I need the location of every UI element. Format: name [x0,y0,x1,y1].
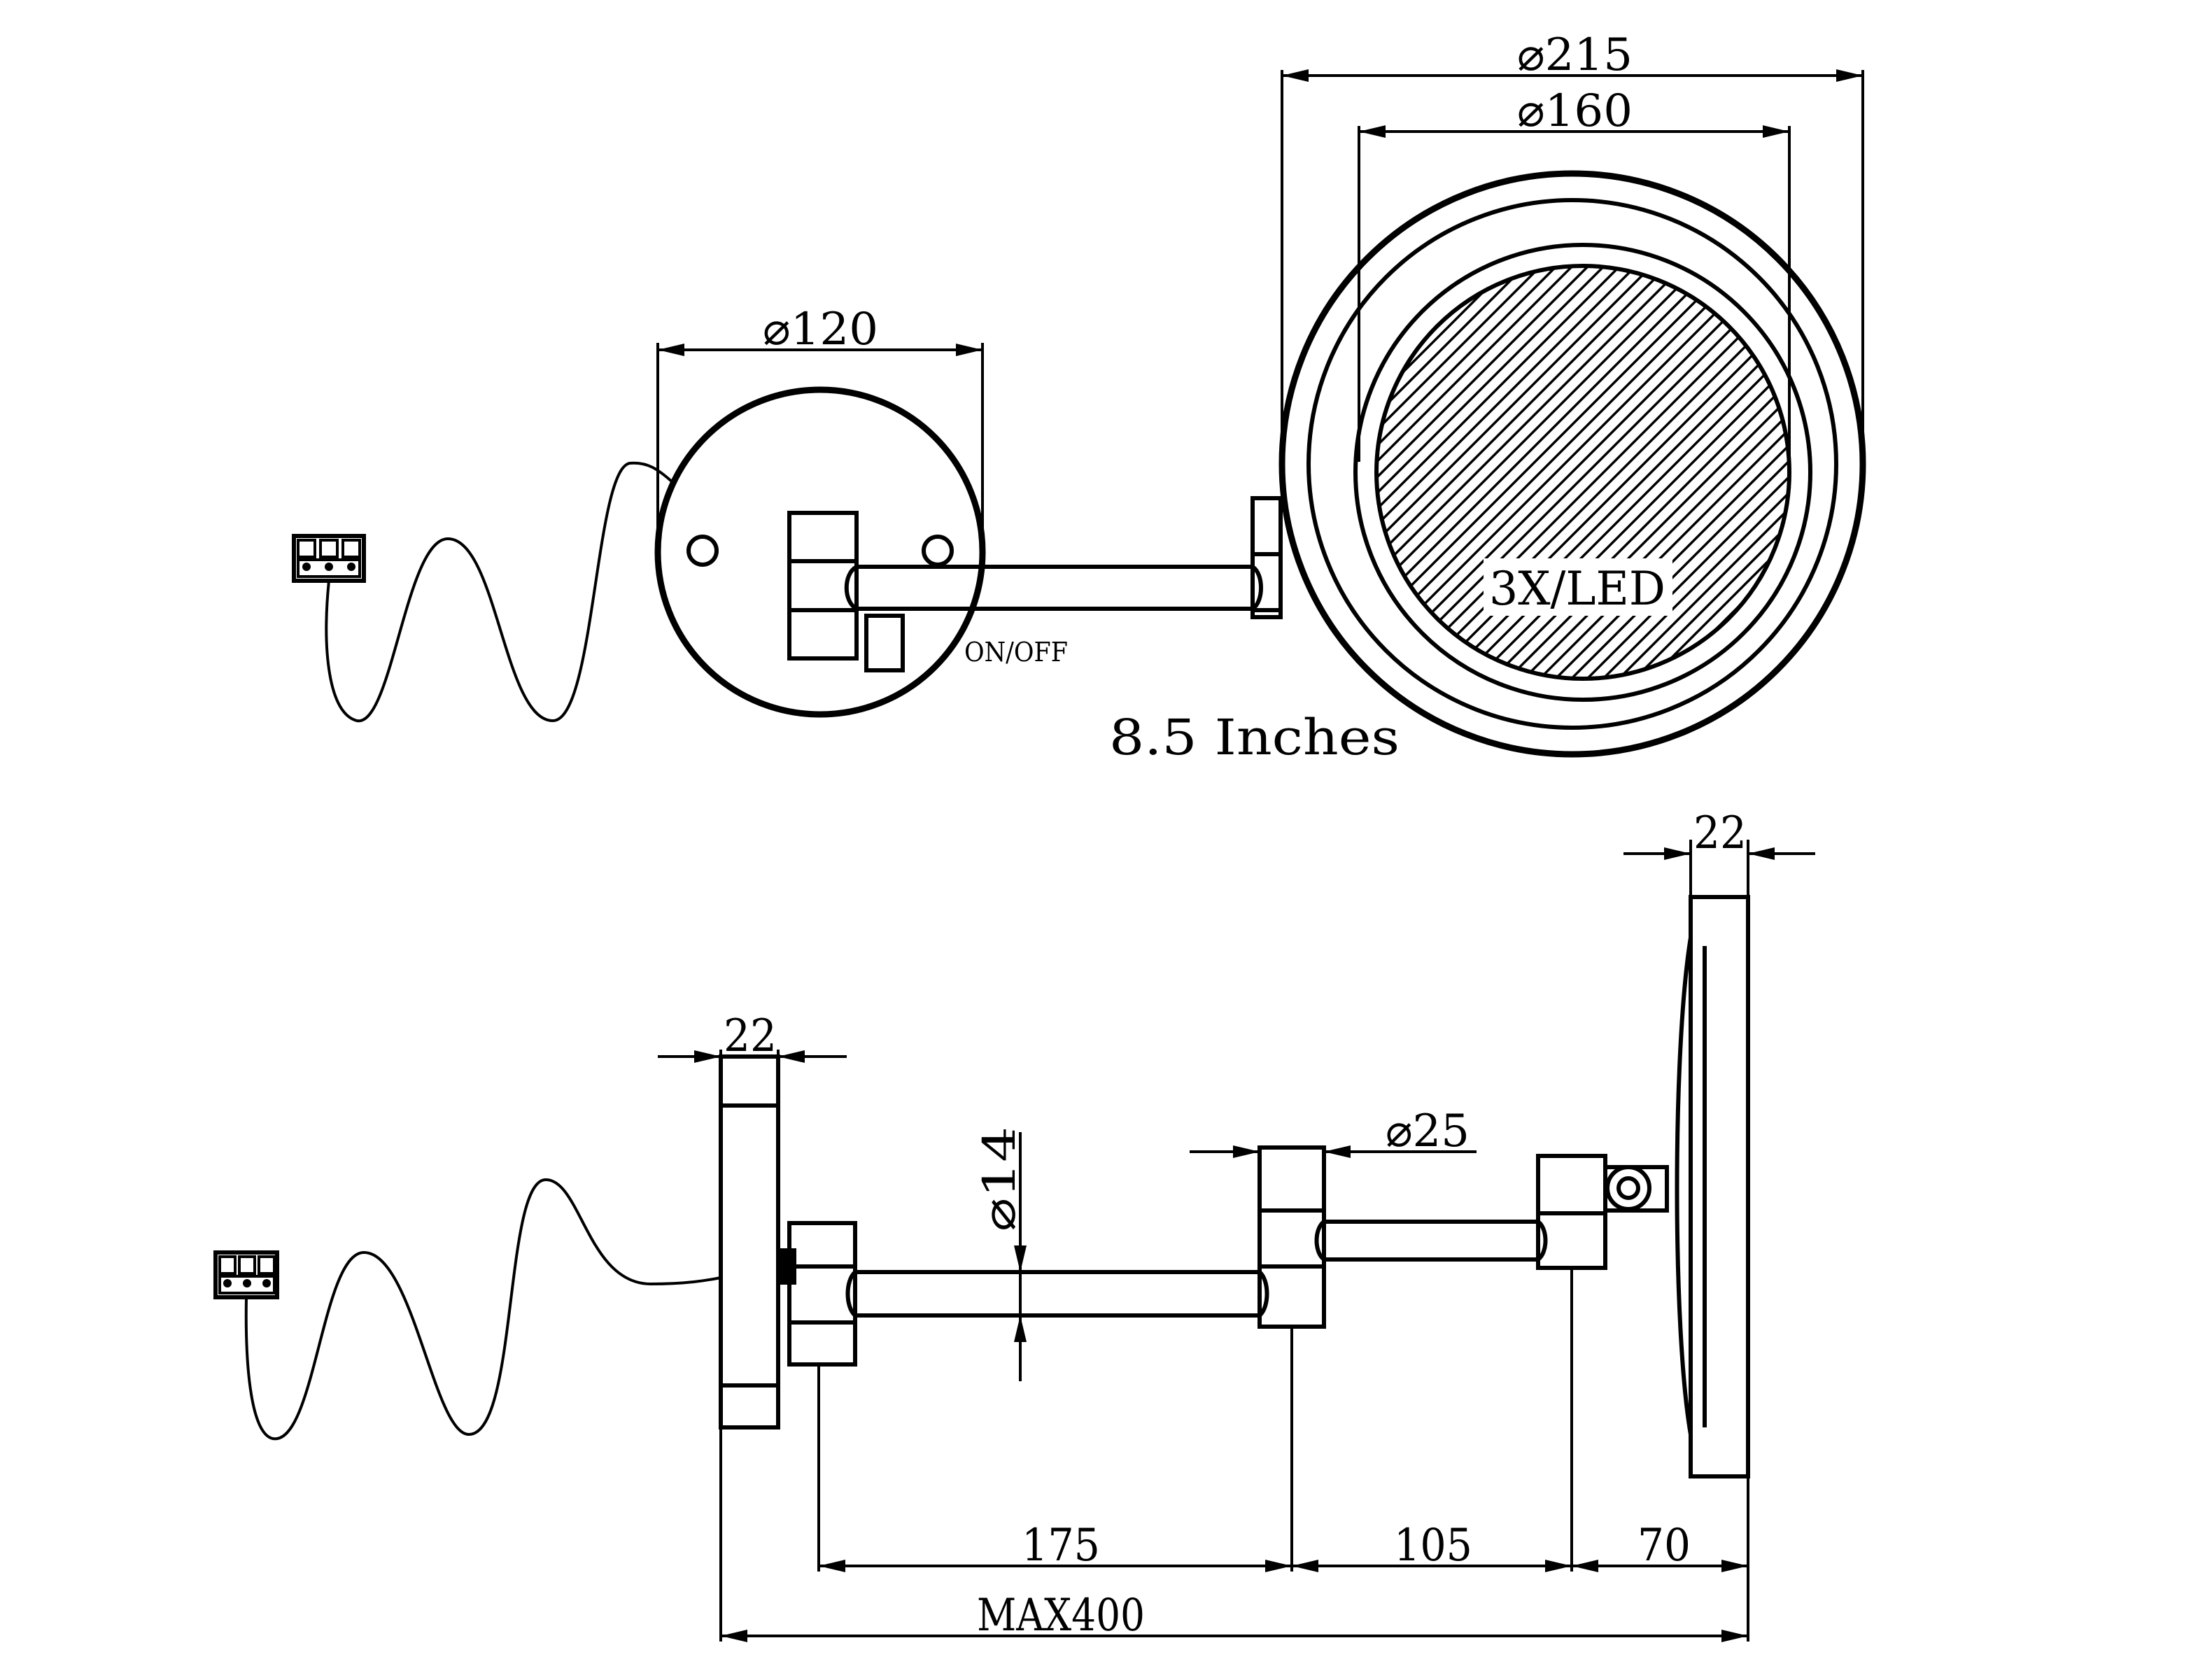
front-arm [844,565,1263,611]
arm-diameter-label: ⌀14 [974,1127,1026,1231]
mirror-hinge-side [1536,1154,1669,1270]
mirror-led-ring [1306,198,1838,730]
mounting-hole-left [686,535,719,567]
mirror-label: 3X/LED [1489,562,1665,616]
mounting-hole-right [922,535,954,567]
dimension-inner-diameter [1358,125,1791,462]
mirror-depth-label: 22 [1693,807,1747,859]
base-depth-label: 22 [724,1010,777,1062]
side-arm-1 [845,1270,1269,1318]
dimension-max-reach [721,1630,1748,1642]
mirror-profile-side [1675,895,1750,1478]
side-arm-2 [1314,1220,1548,1262]
max-reach-label: MAX400 [977,1590,1145,1642]
mirror-inner-ring [1353,243,1812,702]
power-cable-side [244,1178,721,1441]
plug-connector-side [213,1250,279,1299]
dimension-outer-diameter [1281,69,1864,462]
side-view: 22 22 ⌀14 ⌀25 [213,807,1815,1642]
dimension-joint-diameter [1190,1145,1477,1158]
mirror-outer-ring [1278,170,1866,758]
mirror-glass-hatched [1374,264,1791,681]
middle-joint [1258,1145,1326,1329]
size-note: 8.5 Inches [1109,709,1400,766]
base-plate-side [719,1054,780,1430]
inner-diameter-label: ⌀160 [1517,85,1633,137]
front-view: ON/OFF 3X/LED 8.5 Inches [292,29,1866,766]
dimension-base-diameter [656,343,984,549]
wall-base-plate [654,386,986,718]
base-hinge [787,511,859,661]
outer-diameter-label: ⌀215 [1517,29,1633,81]
dimension-arm-diameter [1014,1132,1027,1381]
joint-diameter-label: ⌀25 [1386,1106,1470,1157]
dimension-arm-lengths [819,1560,1748,1572]
arm-length-1-label: 175 [1022,1520,1100,1572]
base-diameter-label: ⌀120 [763,304,878,355]
power-switch [864,614,905,672]
mirror-hinge [1251,496,1283,619]
dimension-base-depth [658,1050,847,1063]
base-hinge-side [780,1221,857,1367]
arm-length-3-label: 70 [1637,1520,1691,1572]
length-extension-lines [719,1268,1749,1642]
dimension-mirror-depth [1623,840,1815,897]
plug-connector-front [292,534,366,583]
arm-length-2-label: 105 [1394,1520,1472,1572]
power-cable-front [325,461,675,723]
switch-label: ON/OFF [964,637,1068,668]
